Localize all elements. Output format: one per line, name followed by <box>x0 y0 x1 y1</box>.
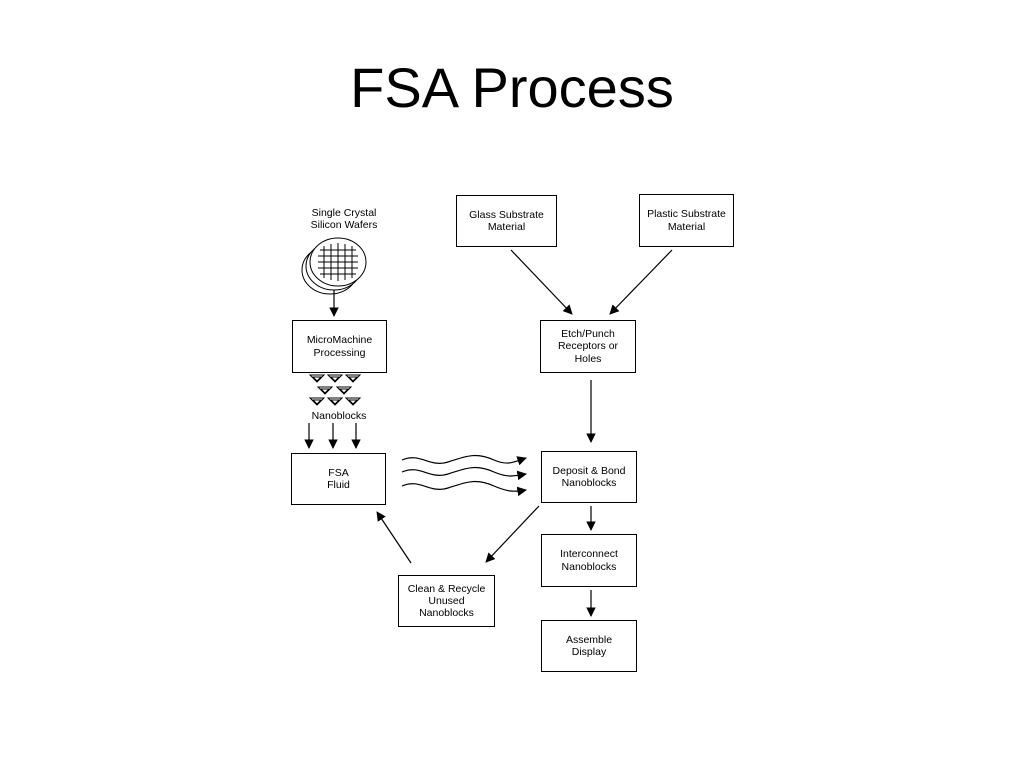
deposit-bond-box: Deposit & Bond Nanoblocks <box>541 451 637 503</box>
fsa-fluid-box: FSA Fluid <box>291 453 386 505</box>
etch-punch-box: Etch/Punch Receptors or Holes <box>540 320 636 373</box>
clean-recycle-box: Clean & Recycle Unused Nanoblocks <box>398 575 495 627</box>
assemble-display-box: Assemble Display <box>541 620 637 672</box>
nanoblock-triangles-icon <box>308 374 362 406</box>
micromachine-processing-box: MicroMachine Processing <box>292 320 387 373</box>
wafers-label: Single Crystal Silicon Wafers <box>310 207 378 232</box>
nanoblocks-label: Nanoblocks <box>311 410 367 422</box>
fluid-flow-waves <box>401 454 527 497</box>
plastic-substrate-box: Plastic Substrate Material <box>639 194 734 247</box>
interconnect-box: Interconnect Nanoblocks <box>541 534 637 587</box>
glass-substrate-box: Glass Substrate Material <box>456 195 557 247</box>
arrow-deposit-to-clean <box>485 505 540 563</box>
flow-arrows <box>304 249 673 617</box>
wafer-stack-icon <box>301 237 367 295</box>
page-title: FSA Process <box>350 56 674 119</box>
arrow-plastic-to-etch <box>609 249 673 315</box>
arrow-glass-to-etch <box>510 249 573 315</box>
arrow-clean-to-fluid <box>376 511 412 564</box>
